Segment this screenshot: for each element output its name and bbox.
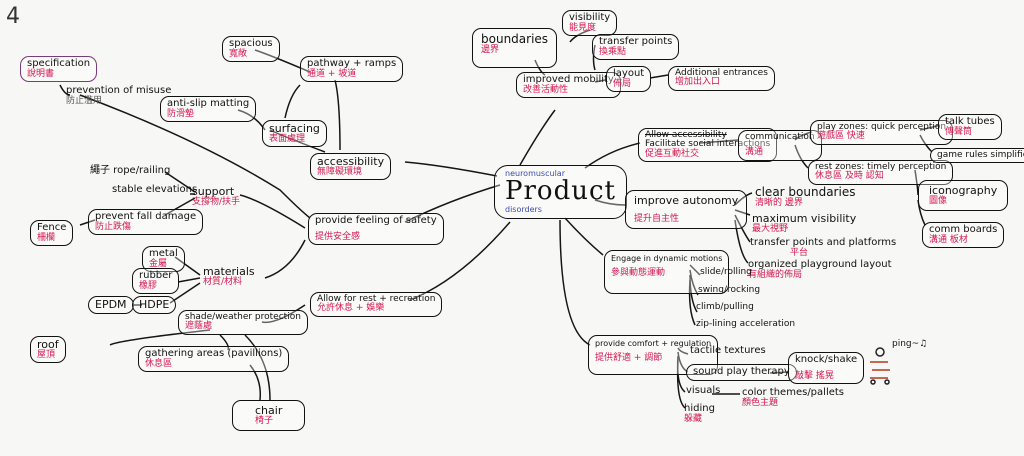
node-accessibility: accessibility 無障礙環境 — [310, 153, 392, 180]
node-dynamic-motions: Engage in dynamic motions 參與動態運動 — [604, 250, 730, 294]
node-slide: slide/rolling — [700, 267, 752, 277]
node-zipline: zip-lining acceleration — [696, 319, 796, 329]
node-improved-mobility: improved mobility 改善活動性 — [516, 72, 621, 98]
node-rest-recreation: Allow for rest + recreation 允許休息 + 娛樂 — [310, 292, 443, 317]
node-comfort: provide comfort + regulation 提供舒適 + 調節 — [588, 335, 719, 375]
node-roof: roof 屋頂 — [30, 336, 66, 363]
node-hdpe: HDPE — [132, 296, 177, 314]
node-spacious: spacious 寬敞 — [222, 36, 280, 62]
node-communication: communication 溝通 — [738, 130, 822, 161]
node-support: support 支撐物/扶手 — [192, 185, 241, 207]
node-prevention-misuse: prevention of misuse 防止濫用 — [66, 85, 172, 106]
node-prevent-fall: prevent fall damage 防止跌傷 — [88, 209, 204, 235]
node-organized-layout: organized playground layout 有組織的佈局 — [748, 259, 892, 280]
node-pathway-ramps: pathway + ramps 通道 + 坡道 — [300, 56, 404, 82]
node-rubber: rubber 橡膠 — [132, 268, 180, 294]
node-clear-boundaries: clear boundaries 清晰的 邊界 — [755, 185, 856, 208]
node-game-rules: game rules simplified — [930, 148, 1024, 164]
node-chair: chair 椅子 — [232, 400, 306, 431]
node-comm-boards: comm boards 溝通 板材 — [922, 222, 1005, 248]
node-play-zones: play zones: quick perception 遊戲區 快速 — [810, 120, 954, 145]
node-additional-entrances: Additional entrances 增加出入口 — [668, 66, 775, 91]
node-stable-elevations: stable elevations — [112, 184, 198, 195]
node-tactile: tactile textures — [690, 345, 766, 356]
node-feeling-safety: provide feeling of safety 提供安全感 — [308, 213, 444, 245]
node-sound-play: sound play therapy — [686, 364, 797, 381]
node-swing: swing/rocking — [698, 285, 761, 295]
node-social-interactions: Allow accessibility Facilitate social in… — [638, 128, 778, 163]
node-transfer-points: transfer points 換乘點 — [592, 34, 680, 60]
node-product-center: neuromuscular Product disorders — [494, 165, 627, 220]
node-improve-autonomy: improve autonomy 提升自主性 — [625, 190, 748, 229]
node-talk-tubes: talk tubes 傳聲筒 — [938, 114, 1002, 140]
node-boundaries: boundaries 邊界 — [472, 28, 558, 69]
node-transfer-platforms: transfer points and platforms 平台 — [750, 237, 897, 258]
node-hiding: hiding 躲藏 — [684, 403, 715, 424]
node-fence: Fence 柵欄 — [30, 220, 74, 246]
node-metal: metal 金屬 — [142, 246, 185, 272]
node-max-visibility: maximum visibility 最大視野 — [752, 212, 857, 234]
node-iconography: iconography 圖像 — [918, 180, 1009, 211]
node-anti-slip: anti-slip matting 防滑墊 — [160, 96, 257, 122]
node-rope-railing: 繩子 rope/railing — [90, 165, 171, 176]
node-epdm: EPDM — [88, 296, 134, 314]
node-rest-zones: rest zones: timely perception 休息區 及時 認知 — [808, 160, 954, 185]
node-climb: climb/pulling — [696, 302, 754, 312]
node-knock-shake: knock/shake 敲擊 搖晃 — [788, 352, 865, 384]
corner-mark: 4 — [6, 4, 20, 29]
node-materials: materials 材質/材料 — [203, 265, 255, 287]
node-shade: shade/weather protection 遮蔭處 — [178, 310, 308, 335]
node-visibility: visibility 能見度 — [562, 10, 618, 36]
node-layout: layout 佈局 — [606, 66, 652, 92]
node-visuals: visuals — [686, 385, 721, 396]
node-surfacing: surfacing 表面處理 — [262, 120, 327, 147]
node-ping: ping~♫ — [892, 339, 928, 349]
node-color-themes: color themes/pallets 顏色主題 — [742, 387, 845, 408]
node-gathering: gathering areas (pavillions) 休息區 — [138, 346, 290, 372]
node-specification: specification 說明書 — [20, 56, 98, 82]
